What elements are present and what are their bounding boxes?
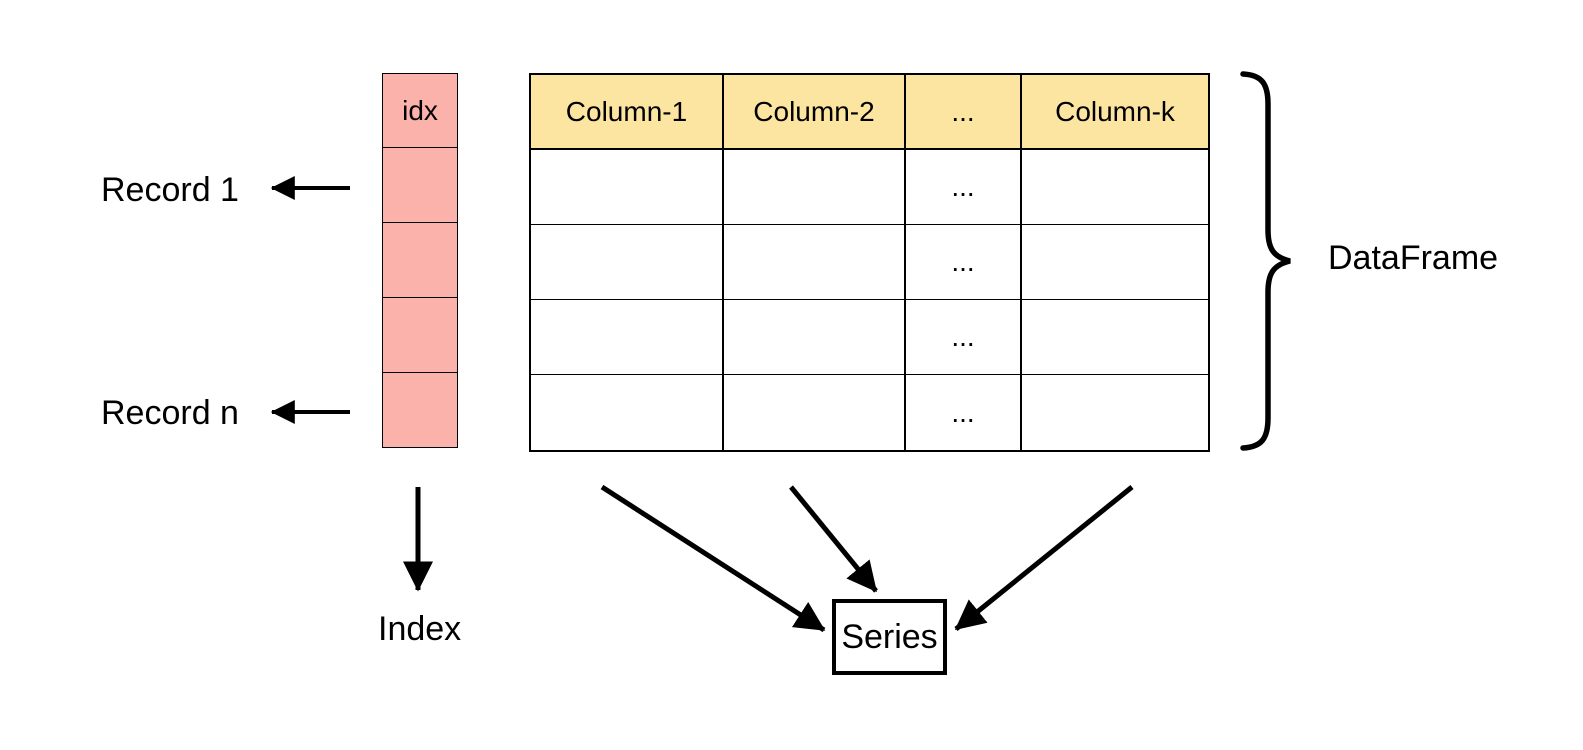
record-1-label: Record 1 (101, 171, 239, 209)
column-header-1: Column-1 (531, 75, 724, 150)
table-cell (724, 150, 906, 225)
column-header-2: Column-2 (724, 75, 906, 150)
dataframe-brace (1240, 71, 1291, 451)
ellipsis-cell: ... (906, 300, 1022, 375)
column-header-k: Column-k (1022, 75, 1208, 150)
table-cell (724, 300, 906, 375)
record-n-label: Record n (101, 394, 239, 432)
table-cell (724, 225, 906, 300)
index-cell (382, 223, 458, 298)
table-cell (724, 375, 906, 450)
series-box: Series (832, 599, 947, 675)
table-cell (531, 150, 724, 225)
ellipsis-cell: ... (906, 225, 1022, 300)
index-header-label: idx (402, 94, 438, 126)
index-cell (382, 373, 458, 448)
ellipsis-cell: ... (906, 150, 1022, 225)
table-cell (1022, 375, 1208, 450)
table-cell (1022, 225, 1208, 300)
series-label: Series (841, 617, 938, 656)
series-arrow-left (600, 484, 826, 633)
dataframe-table: Column-1 Column-2 ... Column-k ... ... .… (529, 73, 1210, 452)
series-arrow-middle (789, 485, 878, 593)
column-header-ellipsis: ... (906, 75, 1022, 150)
series-arrow-right (954, 485, 1134, 631)
table-cell (531, 225, 724, 300)
index-cell (382, 148, 458, 223)
table-cell (1022, 150, 1208, 225)
index-header-cell: idx (382, 73, 458, 148)
table-cell (531, 300, 724, 375)
ellipsis-cell: ... (906, 375, 1022, 450)
index-column: idx (382, 73, 458, 448)
table-cell (1022, 300, 1208, 375)
table-cell (531, 375, 724, 450)
index-cell (382, 298, 458, 373)
dataframe-label: DataFrame (1328, 239, 1499, 277)
index-label: Index (378, 610, 462, 648)
